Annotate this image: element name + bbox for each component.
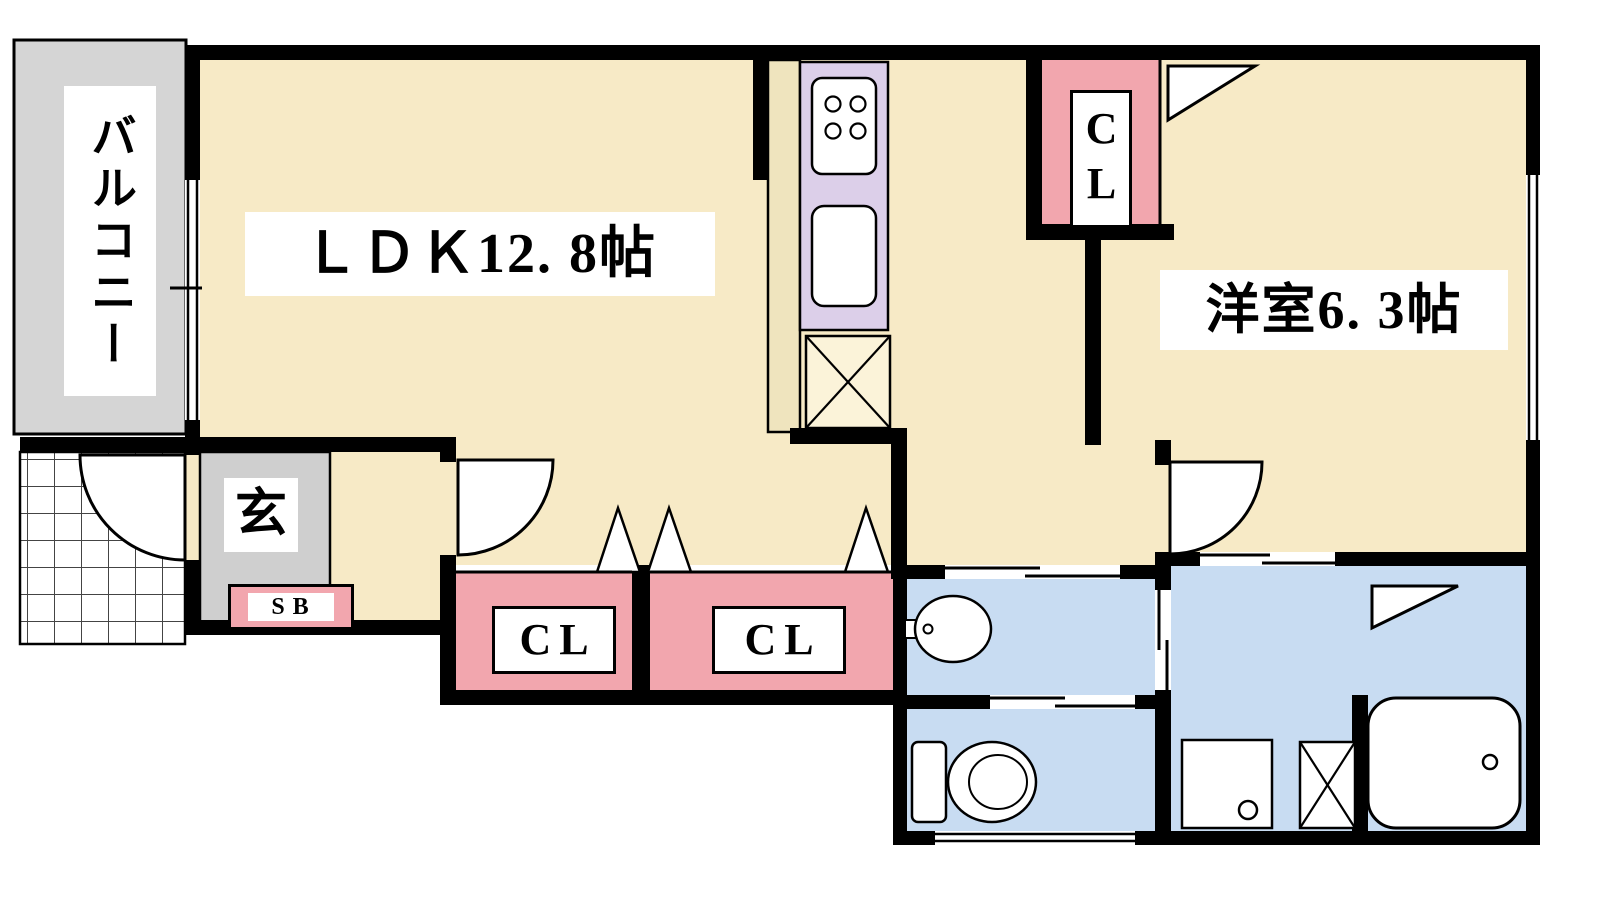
- fixtures: [904, 594, 1522, 830]
- doors: [78, 453, 1264, 562]
- washer-pan-icon: [1180, 738, 1274, 830]
- balcony-label: バルコニー: [66, 92, 154, 392]
- folding-door-markers: [595, 504, 890, 574]
- kitchen: [766, 58, 892, 434]
- western-room-door-arc: [1168, 460, 1264, 556]
- closet-top-label: CL: [1070, 90, 1132, 228]
- entrance-door-arc: [78, 453, 187, 562]
- stove-icon: [810, 76, 878, 176]
- bathtub-icon: [1366, 696, 1522, 830]
- windows: [170, 175, 1540, 845]
- hall-door-arc: [456, 458, 555, 557]
- opening-direction-markers: [1166, 64, 1459, 631]
- entrance-label: 玄: [224, 478, 298, 552]
- thin-lines: [456, 60, 1162, 574]
- toilet-icon: [910, 740, 1038, 824]
- closet-a-label: CL: [492, 606, 616, 674]
- refrigerator-space-icon: [804, 334, 892, 430]
- ldk-label: ＬＤＫ12. 8帖: [245, 212, 715, 296]
- shoe-box-label: SB: [248, 593, 334, 621]
- closet-b-label: CL: [712, 606, 846, 674]
- shoe-box-cabinet: SB: [228, 584, 354, 630]
- washbasin-icon: [904, 594, 993, 664]
- kitchen-partition: [766, 58, 802, 434]
- western-room-label: 洋室6. 3帖: [1160, 270, 1508, 350]
- pipe-shaft-icon: [1298, 740, 1357, 830]
- kitchen-sink-icon: [810, 204, 878, 308]
- sliding-doors: [945, 552, 1335, 709]
